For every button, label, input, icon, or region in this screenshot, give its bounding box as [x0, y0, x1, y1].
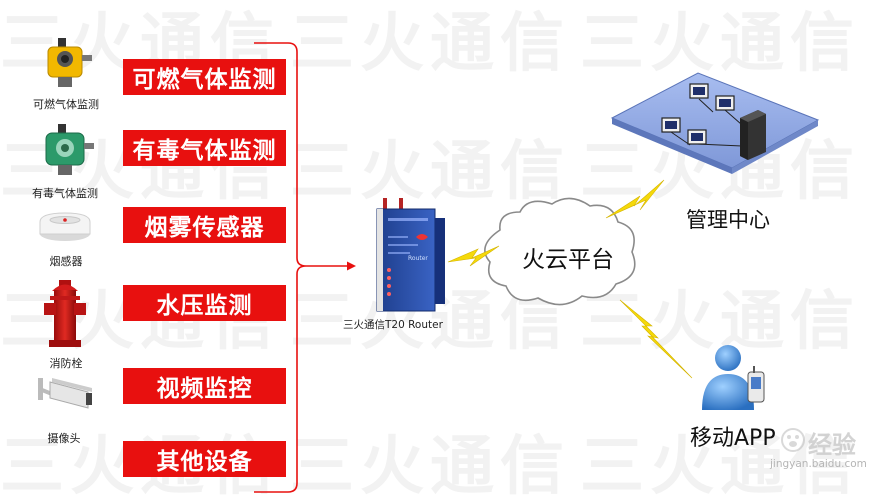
sensor-label-toxic-gas: 有毒气体监测 [123, 130, 286, 166]
cloud-icon [484, 197, 636, 306]
mobile-user-icon [702, 345, 765, 410]
device-caption: 可燃气体监测 [33, 98, 99, 111]
router-caption: 三火通信T20 Router [343, 319, 443, 331]
lightning-bolt [605, 179, 665, 219]
cloud-label: 火云平台 [522, 247, 614, 273]
sensor-label-combustible-gas: 可燃气体监测 [123, 59, 286, 95]
router-panel-text: Router [408, 255, 428, 262]
router-icon [376, 198, 445, 312]
toxic-gas-detector-icon [45, 124, 94, 175]
smoke-detector-icon [39, 212, 91, 241]
lightning-bolt [619, 299, 693, 379]
gas-detector-icon [47, 38, 92, 87]
device-caption: 消防栓 [49, 357, 83, 370]
site-watermark-brand: 经验 [808, 431, 856, 459]
device-caption: 烟感器 [49, 255, 83, 268]
baidu-paw-icon [781, 428, 805, 452]
management-label: 管理中心 [686, 208, 770, 232]
device-caption: 摄像头 [47, 432, 81, 445]
sensor-label-water-pressure: 水压监测 [123, 285, 286, 321]
computer-network-icon [610, 72, 820, 174]
sensor-label-smoke: 烟雾传感器 [123, 207, 286, 243]
arrow-head [347, 261, 356, 271]
lightning-bolt [447, 245, 500, 267]
fire-hydrant-icon [44, 280, 86, 347]
sensor-label-other: 其他设备 [123, 441, 286, 477]
device-caption: 有毒气体监测 [32, 187, 98, 200]
sensor-label-video: 视频监控 [123, 368, 286, 404]
mobile-app-label: 移动APP [690, 426, 776, 451]
site-watermark-url: jingyan.baidu.com [770, 458, 867, 470]
bracket [254, 42, 307, 493]
camera-icon [38, 378, 92, 409]
